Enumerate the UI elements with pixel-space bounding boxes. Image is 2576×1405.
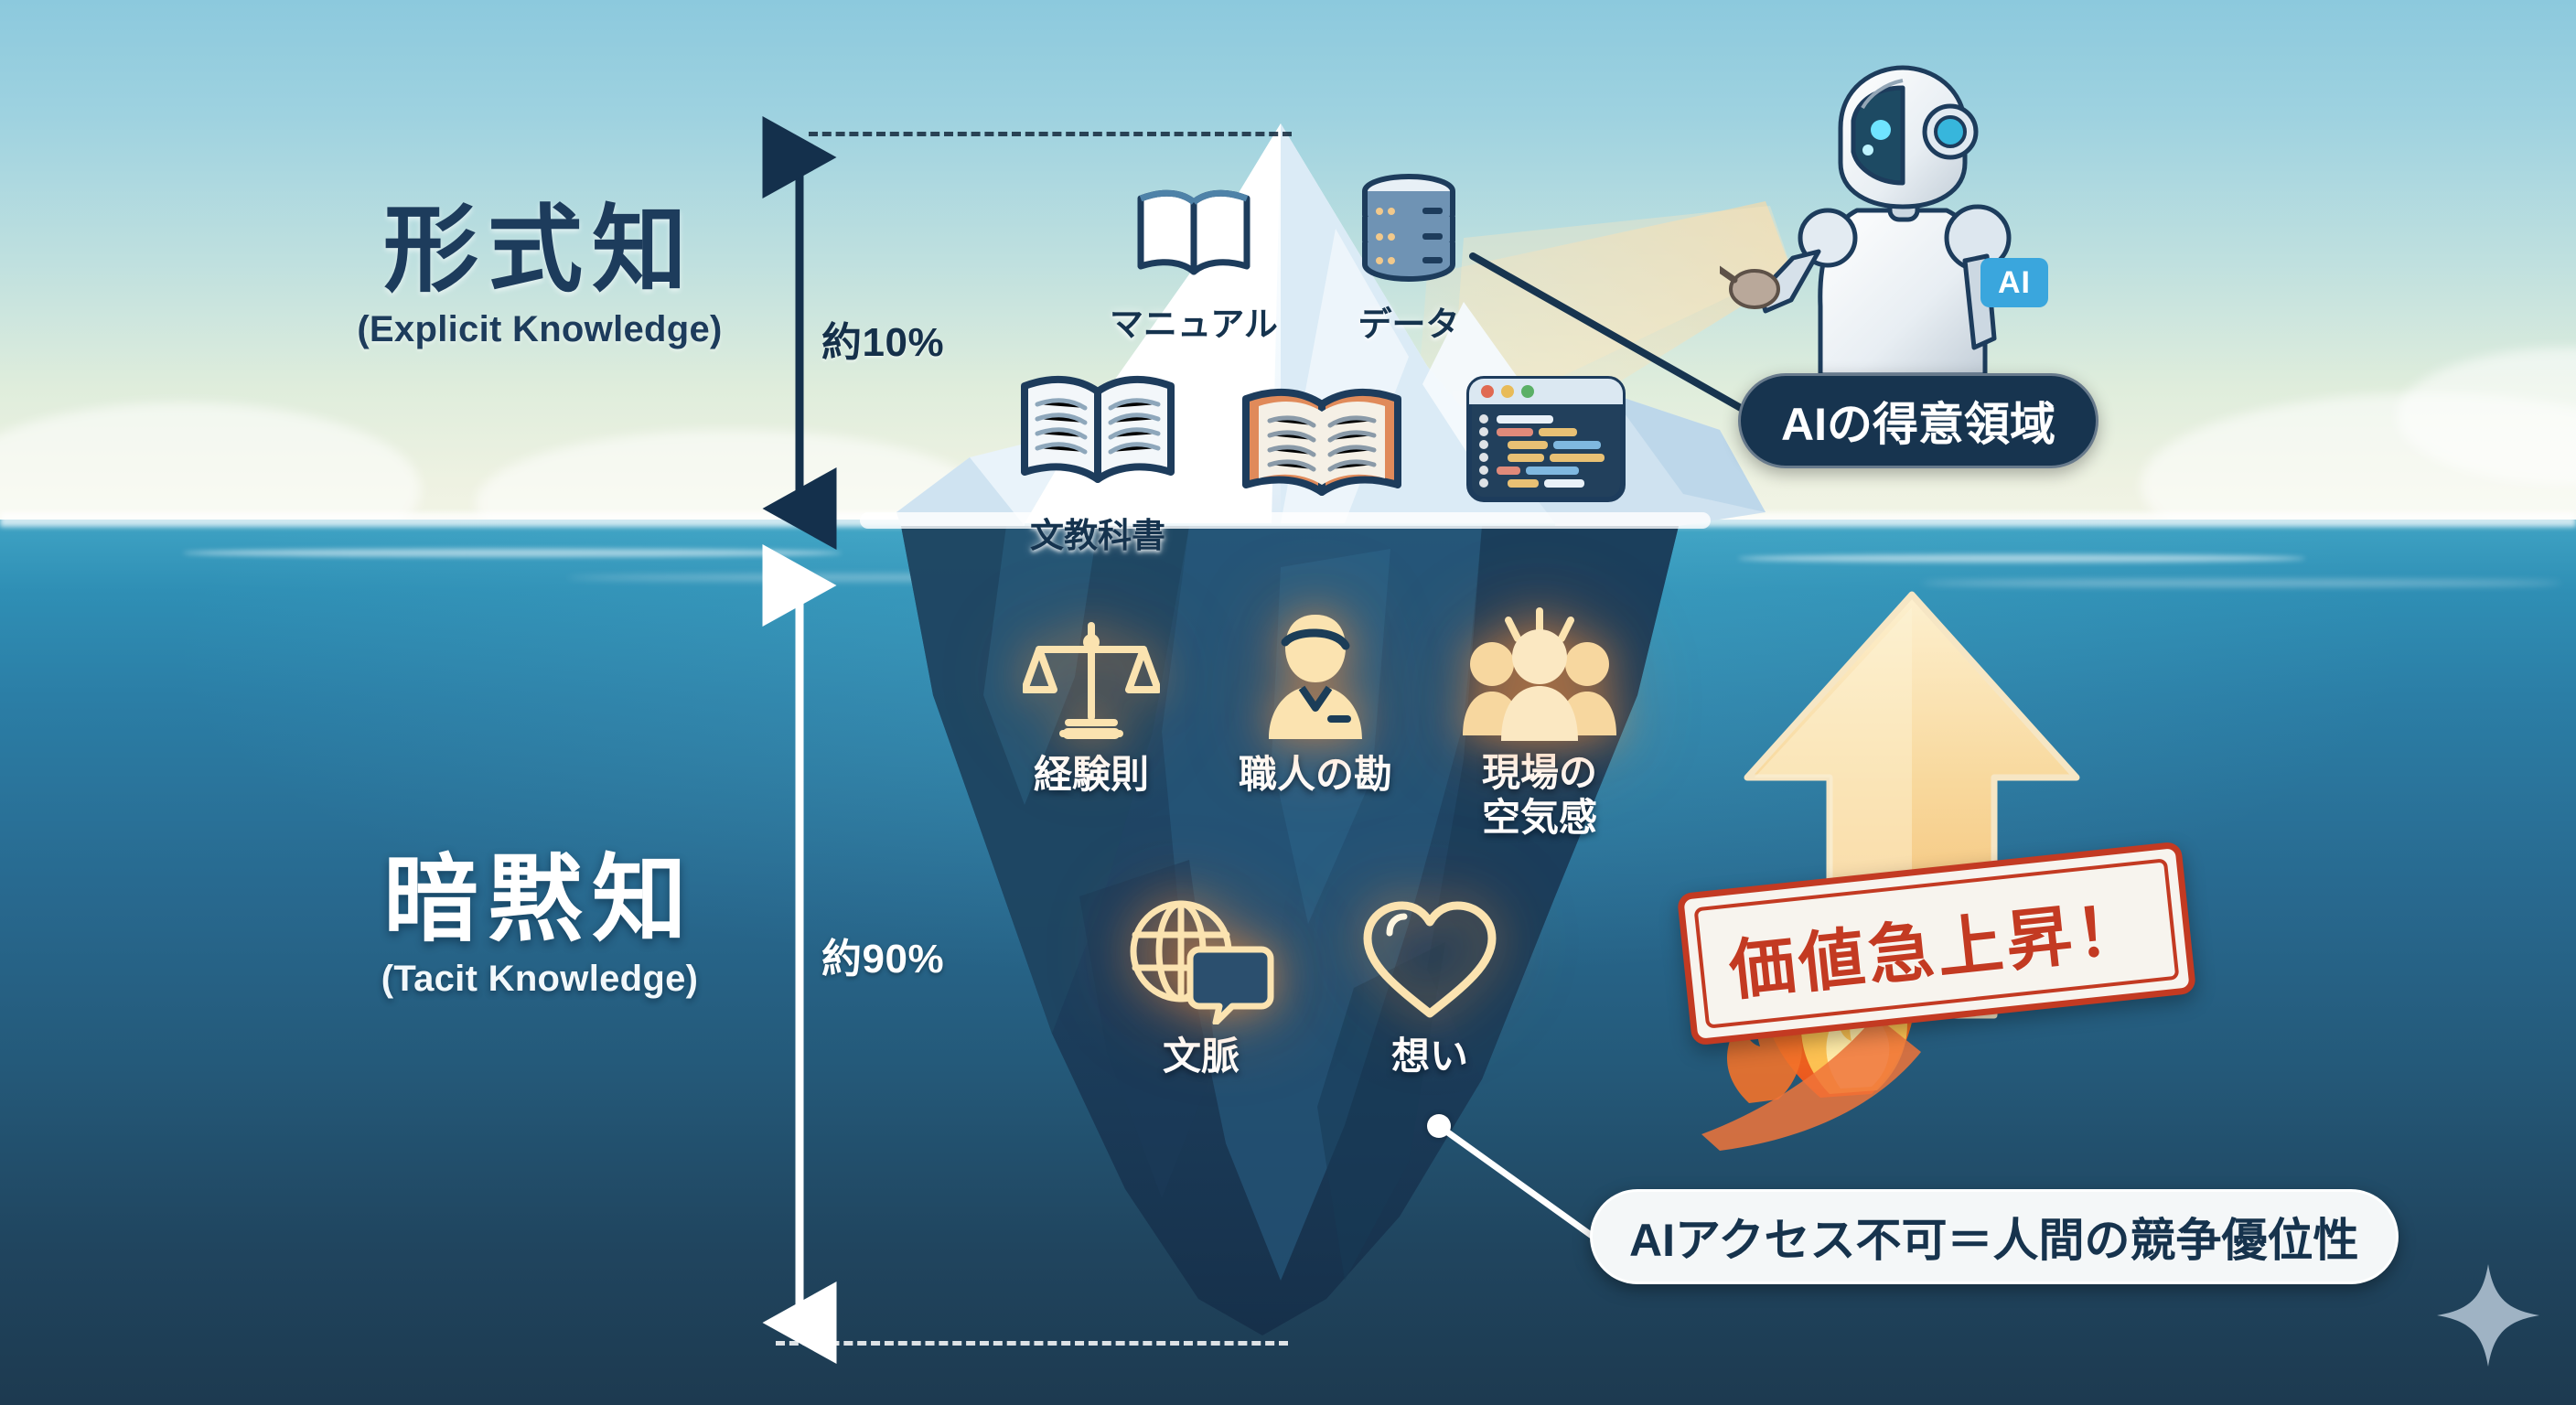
explicit-percent-label: 約10% xyxy=(821,320,945,365)
people-group-icon xyxy=(1463,607,1616,741)
human-advantage-callout[interactable]: AIアクセス不可＝人間の競争優位性 xyxy=(1590,1189,2399,1284)
explicit-item-data-label: データ xyxy=(1358,306,1460,343)
explicit-item-textbook-label: 文教科書 xyxy=(1030,517,1165,554)
tacit-item-craftsman-label: 職人の勘 xyxy=(1238,753,1392,796)
tacit-item-feelings-label: 想い xyxy=(1390,1035,1468,1078)
bottom-guideline xyxy=(776,1341,1288,1346)
explicit-item-manual-label: マニュアル xyxy=(1110,306,1278,343)
explicit-item-code-window xyxy=(1445,375,1647,508)
sparkle-icon xyxy=(2437,1264,2539,1367)
top-guideline xyxy=(809,132,1292,136)
globe-chat-icon xyxy=(1130,900,1274,1026)
explicit-item-orange-book xyxy=(1217,375,1427,517)
tacit-knowledge-heading: 暗黙知 (Tacit Knowledge) xyxy=(302,851,778,1003)
tacit-item-craftsman: 職人の勘 xyxy=(1206,606,1425,798)
scales-icon xyxy=(1021,622,1162,739)
ai-strength-callout[interactable]: AIの得意領域 xyxy=(1738,373,2098,468)
orange-book-icon xyxy=(1242,388,1401,496)
open-book-icon xyxy=(1137,189,1250,275)
explicit-item-manual: マニュアル xyxy=(1075,178,1313,346)
database-icon xyxy=(1362,174,1455,282)
tacit-item-context-label: 文脈 xyxy=(1162,1035,1240,1078)
ai-strength-leader-line xyxy=(1469,252,1751,415)
tacit-item-atmosphere: 現場の 空気感 xyxy=(1434,604,1645,840)
tacit-item-context: 文脈 xyxy=(1096,896,1306,1079)
explicit-title-jp: 形式知 xyxy=(382,198,696,304)
human-advantage-callout-label: AIアクセス不可＝人間の競争優位性 xyxy=(1629,1215,2359,1266)
human-advantage-leader-line xyxy=(1435,1122,1605,1246)
textbook-icon xyxy=(1021,375,1175,483)
value-surge-stamp-text: 価値急上昇！ xyxy=(1725,892,2149,1009)
craftsman-icon xyxy=(1269,615,1362,739)
wave-3 xyxy=(1738,554,2305,563)
wave-4 xyxy=(1921,580,2561,586)
tacit-item-feelings: 想い xyxy=(1325,896,1535,1079)
tacit-title-en: (Tacit Knowledge) xyxy=(381,959,699,1000)
tacit-item-experience: 経験則 xyxy=(986,615,1197,798)
code-window-icon xyxy=(1466,376,1626,502)
explicit-title-en: (Explicit Knowledge) xyxy=(357,309,723,350)
tacit-item-atmosphere-label-2: 空気感 xyxy=(1481,795,1597,839)
explicit-knowledge-heading: 形式知 (Explicit Knowledge) xyxy=(302,201,778,353)
robot-chest-badge: AI xyxy=(1980,258,2048,307)
ai-robot-icon xyxy=(1720,65,2012,378)
explicit-item-data: データ xyxy=(1308,169,1509,346)
wave-1 xyxy=(183,549,842,557)
tacit-item-experience-label: 経験則 xyxy=(1033,753,1149,796)
tacit-title-jp: 暗黙知 xyxy=(382,847,696,953)
explicit-item-textbook: 文教科書 xyxy=(979,364,1217,557)
heart-icon xyxy=(1363,901,1497,1018)
tacit-percent-label: 約90% xyxy=(821,937,945,981)
ai-strength-callout-label: AIの得意領域 xyxy=(1781,399,2055,450)
tacit-item-atmosphere-label-1: 現場の xyxy=(1481,751,1597,794)
